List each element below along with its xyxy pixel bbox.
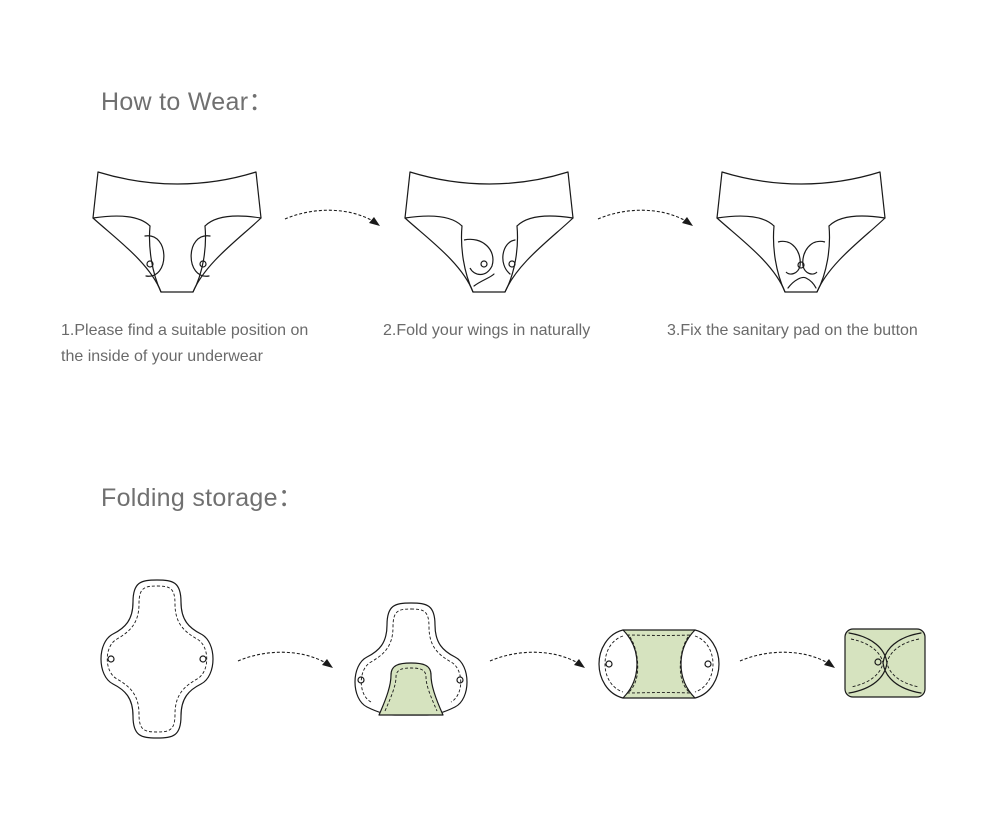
dashed-arrow-icon (489, 651, 585, 668)
pad-flat-icon (100, 579, 214, 739)
step-1-caption: 1.Please find a suitable position on the… (61, 318, 351, 370)
dashed-arrow-icon (597, 209, 693, 226)
step-3-caption: 3.Fix the sanitary pad on the button (667, 322, 918, 339)
step-1-caption-line-2: the inside of your underwear (61, 348, 263, 365)
underwear-wings-folding-icon (404, 171, 574, 293)
step-2-caption: 2.Fold your wings in naturally (383, 322, 591, 339)
dashed-arrow-icon (237, 651, 333, 668)
underwear-pad-open-icon (92, 171, 262, 293)
step-1-caption-line-1: 1.Please find a suitable position on (61, 322, 309, 339)
pad-fold-bottom-icon (354, 602, 468, 716)
folding-storage-heading: Folding storage： (101, 484, 304, 512)
pad-fold-sides-icon (598, 629, 720, 699)
pad-folded-square-icon (844, 628, 926, 698)
dashed-arrow-icon (739, 651, 835, 668)
how-to-wear-heading: How to Wear： (101, 88, 274, 116)
underwear-pad-fixed-icon (716, 171, 886, 293)
dashed-arrow-icon (284, 209, 380, 226)
